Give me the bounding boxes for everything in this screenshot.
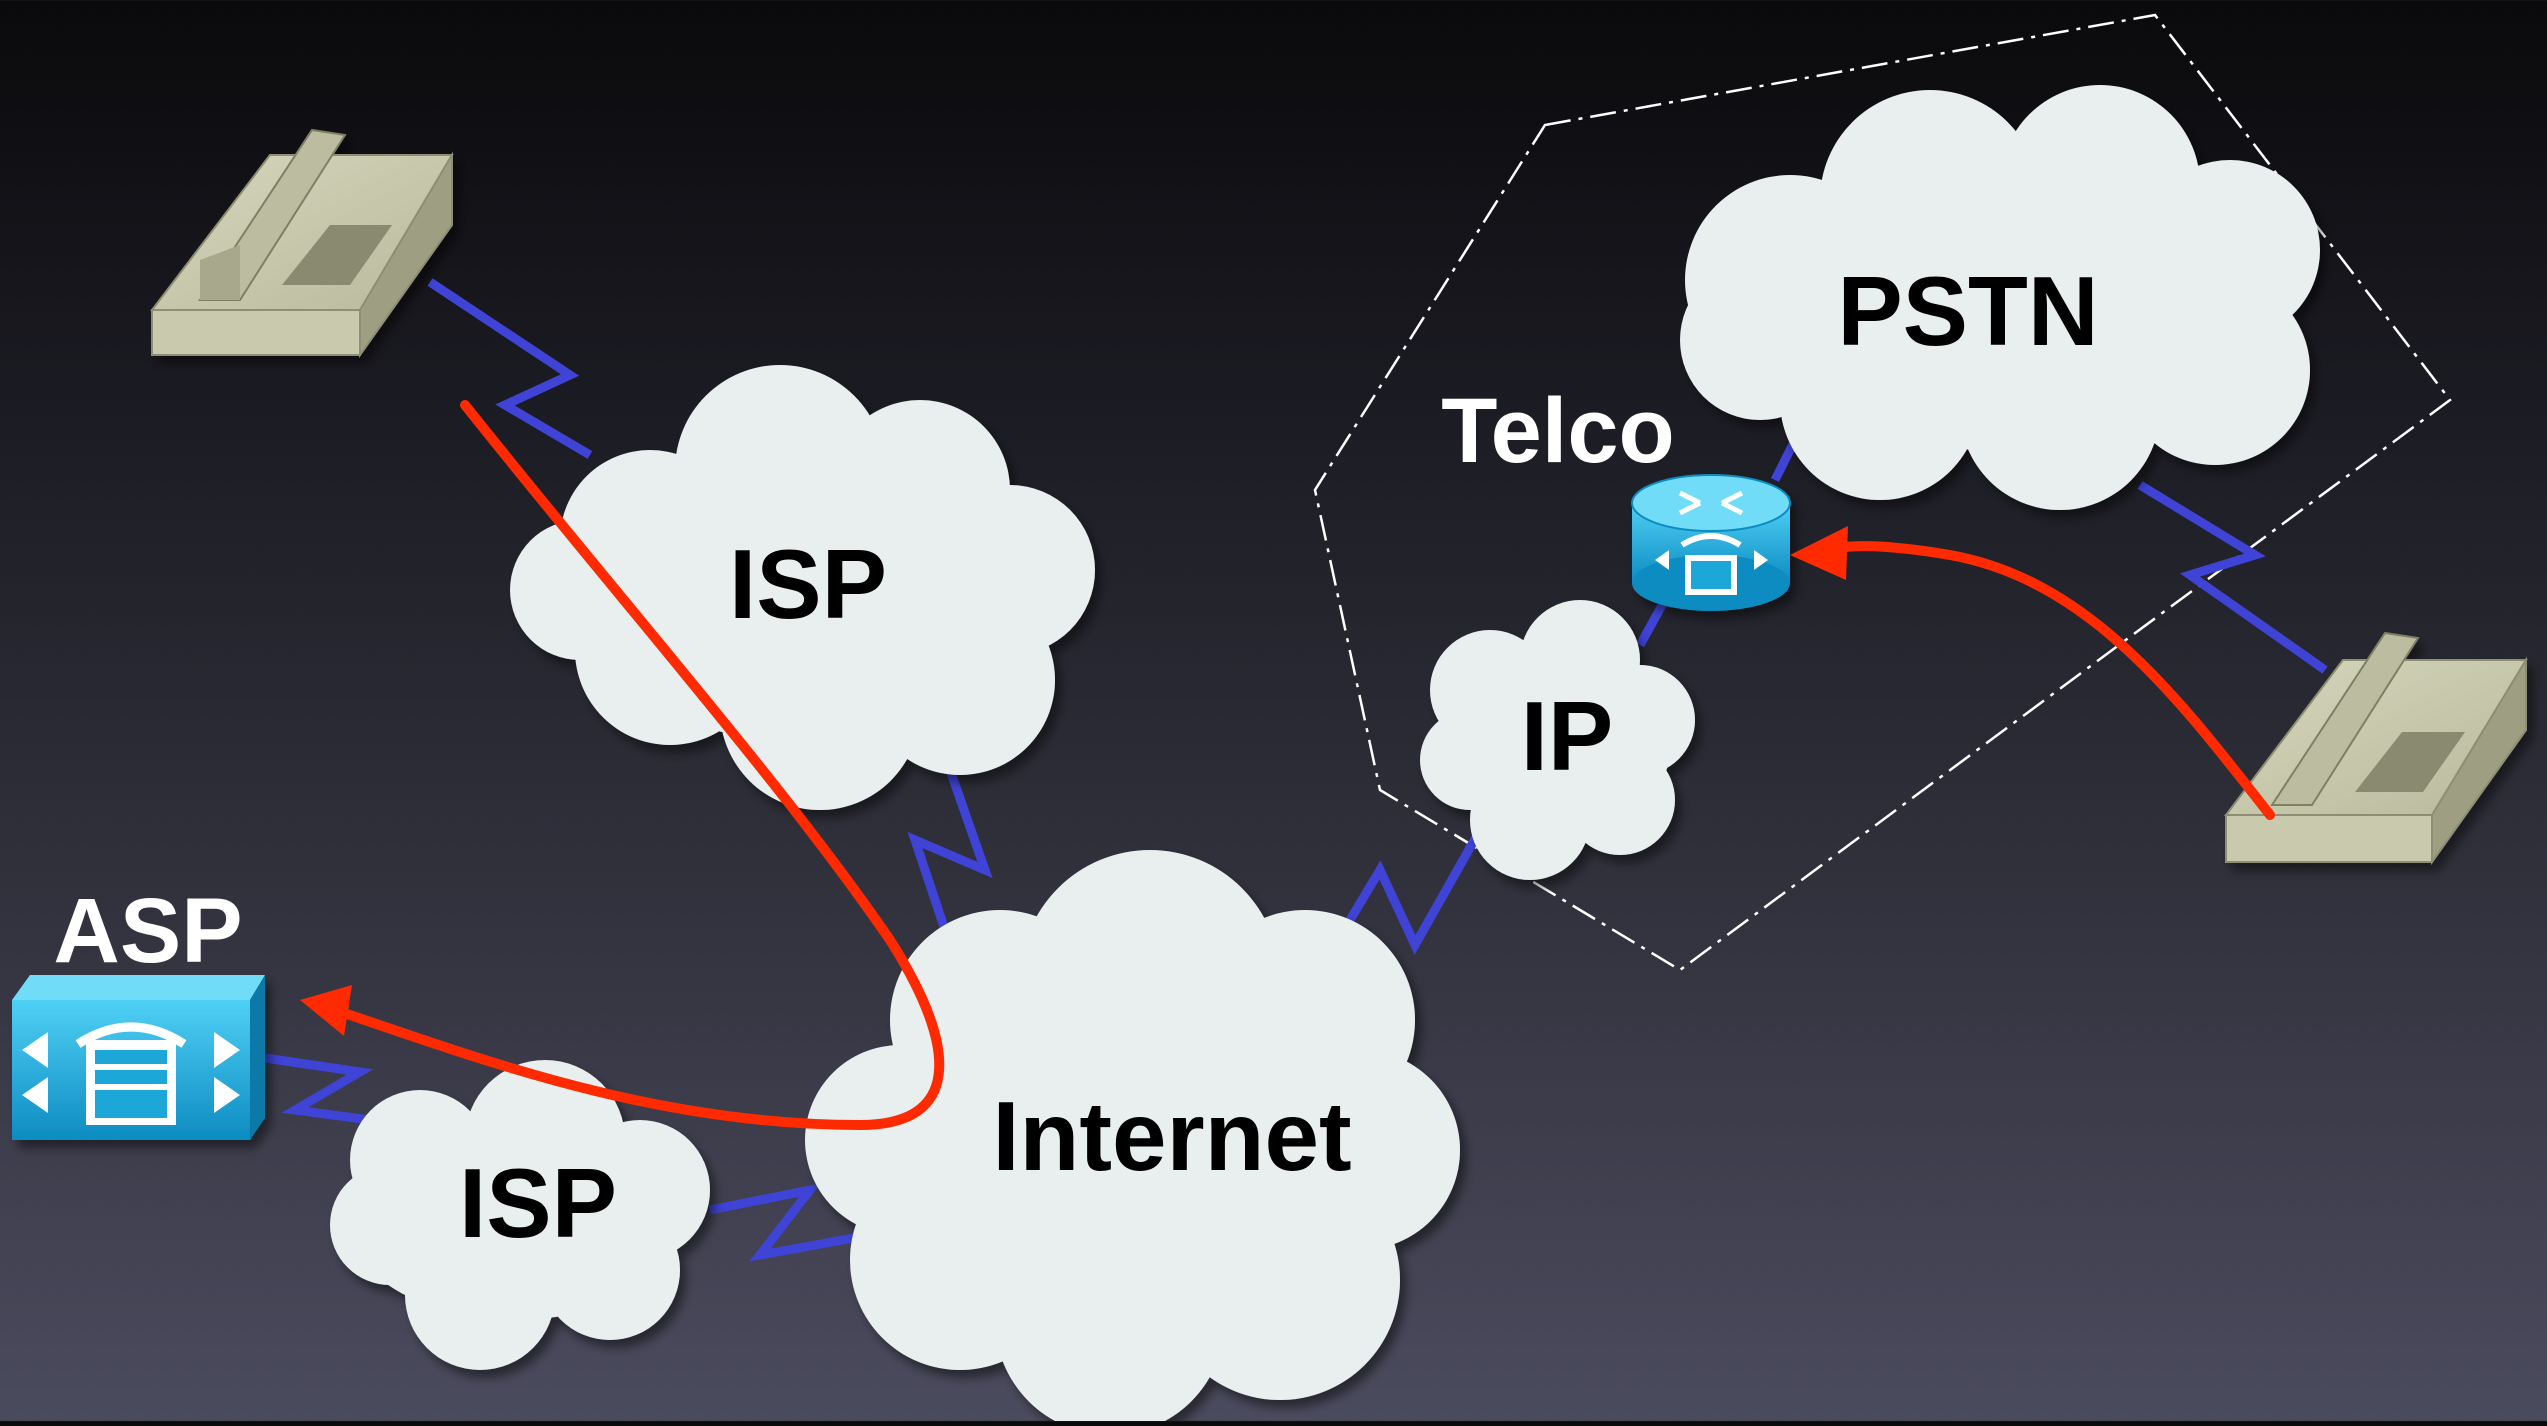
link-pstn-phone: [2137, 481, 2328, 674]
asp-label: ASP: [53, 880, 242, 982]
link-isp-internet: [907, 768, 993, 962]
link-ip-telco: [1636, 597, 1669, 648]
links: [264, 278, 2328, 1262]
link-isp-internet-2: [709, 1183, 871, 1262]
arrow-icon-telco: [1790, 526, 1848, 580]
link-phone-isp: [427, 278, 593, 459]
arrow-icon-asp: [300, 985, 352, 1036]
link-internet-ip: [1331, 827, 1484, 955]
telephone-icon-right: [2223, 631, 2528, 866]
call-manager-icon: [12, 975, 265, 1140]
cloud-pstn: [1680, 85, 2320, 510]
cloud-ip: [1420, 600, 1695, 880]
isp-top-label: ISP: [729, 529, 887, 639]
cloud-isp-bottom: [330, 1060, 710, 1370]
cloud-internet: [805, 850, 1460, 1426]
isp-bottom-label: ISP: [459, 1148, 617, 1258]
telco-label: Telco: [1441, 380, 1674, 482]
link-asp-isp: [264, 1053, 386, 1127]
call-path-asp: [330, 400, 945, 1131]
telco-boundary: [1313, 13, 2452, 972]
voice-router-icon: [1631, 474, 1791, 611]
ip-label: IP: [1521, 681, 1614, 791]
internet-label: Internet: [992, 1081, 1351, 1191]
call-path-telco: [1830, 541, 2275, 820]
pstn-label: PSTN: [1837, 256, 2098, 366]
telephone-icon-left: [149, 128, 454, 359]
